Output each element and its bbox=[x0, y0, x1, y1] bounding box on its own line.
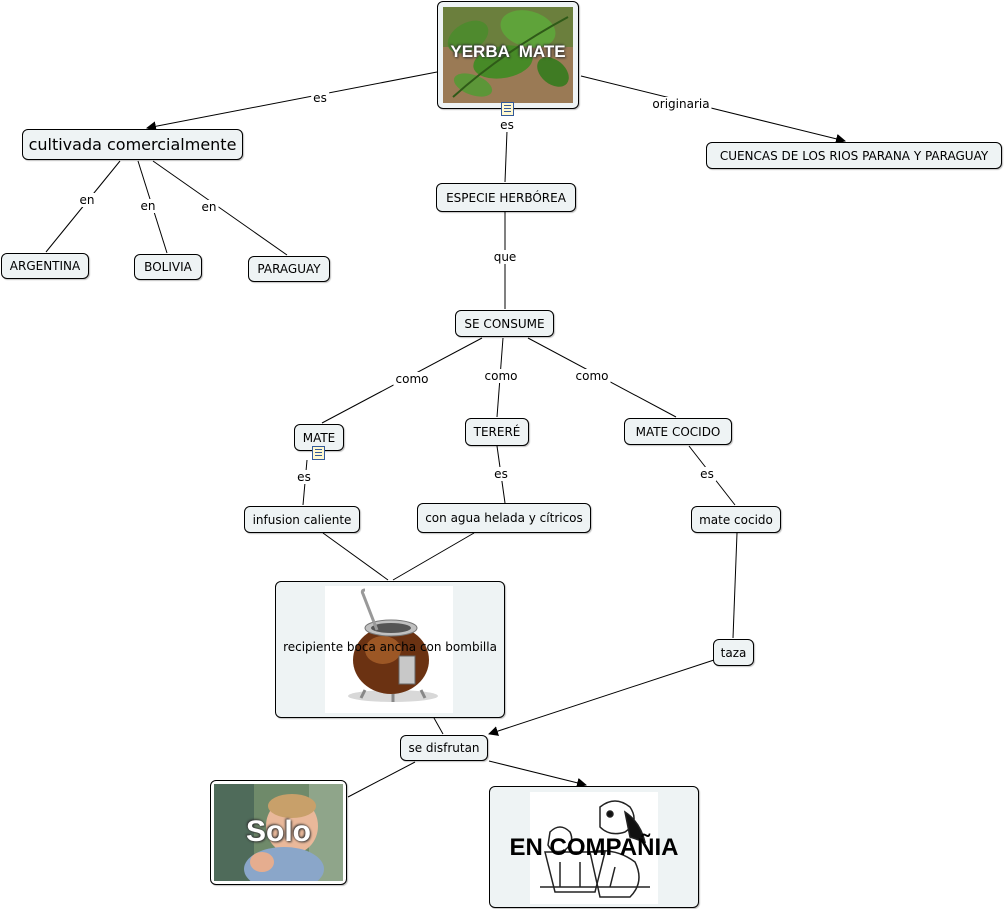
concept-label: Solo bbox=[246, 815, 311, 848]
note-icon[interactable] bbox=[501, 102, 514, 116]
link-label-que: que bbox=[491, 250, 519, 264]
concept-infusion[interactable]: infusion caliente bbox=[244, 506, 360, 533]
concept-agua-helada[interactable]: con agua helada y cítricos bbox=[417, 503, 591, 533]
link-agua-recipiente bbox=[392, 532, 475, 581]
link-label-en: en bbox=[77, 193, 97, 207]
link-taza-disfrutan bbox=[488, 659, 715, 736]
concept-paraguay[interactable]: PARAGUAY bbox=[248, 256, 330, 282]
concept-recipiente[interactable]: recipiente boca ancha con bombilla bbox=[275, 581, 505, 718]
mate-gourd-photo bbox=[325, 586, 453, 713]
concept-terere[interactable]: TERERÉ bbox=[465, 418, 529, 446]
concept-bolivia[interactable]: BOLIVIA bbox=[134, 254, 202, 280]
cartoon-drawing bbox=[530, 792, 658, 904]
concept-cultivada[interactable]: cultivada comercialmente bbox=[22, 129, 243, 160]
link-label-es: es bbox=[698, 467, 716, 481]
link-label-es: es bbox=[295, 470, 313, 484]
concept-especie[interactable]: ESPECIE HERBÓREA bbox=[436, 183, 576, 212]
link-yerba-cultivada bbox=[146, 71, 438, 132]
link-label-como: como bbox=[573, 369, 611, 383]
link-label-como: como bbox=[482, 369, 520, 383]
concept-label: EN COMPAÑIA bbox=[509, 834, 679, 861]
concept-yerba-mate[interactable]: YERBA MATE bbox=[437, 1, 579, 109]
child-photo bbox=[214, 784, 343, 881]
concept-se-consume[interactable]: SE CONSUME bbox=[455, 310, 554, 337]
link-disfrutan-solo bbox=[347, 761, 416, 798]
concept-mate-cocido-2[interactable]: mate cocido bbox=[691, 506, 781, 533]
link-label-es: es bbox=[498, 118, 516, 132]
link-label-como: como bbox=[393, 372, 431, 386]
concept-mate-cocido[interactable]: MATE COCIDO bbox=[624, 418, 732, 445]
concept-compania[interactable]: EN COMPAÑIA bbox=[489, 786, 699, 908]
link-yerba-cuencas bbox=[580, 75, 846, 144]
link-label-es: es bbox=[492, 467, 510, 481]
concept-solo[interactable]: Solo bbox=[210, 780, 347, 885]
concept-se-disfrutan[interactable]: se disfrutan bbox=[400, 735, 488, 761]
link-cultivada-paraguay bbox=[152, 160, 288, 256]
note-icon[interactable] bbox=[312, 446, 325, 460]
leaf-photo bbox=[443, 7, 573, 103]
concept-cuencas[interactable]: CUENCAS DE LOS RIOS PARANA Y PARAGUAY bbox=[706, 142, 1002, 169]
link-label-en: en bbox=[199, 200, 219, 214]
link-recipiente-disfrutan bbox=[433, 717, 444, 735]
concept-label: YERBA MATE bbox=[450, 42, 566, 61]
concept-taza[interactable]: taza bbox=[713, 639, 754, 666]
link-label-en: en bbox=[138, 199, 158, 213]
link-label-originaria: originaria bbox=[650, 97, 712, 111]
link-yerba-especie bbox=[504, 130, 508, 183]
link-infusion-recipiente bbox=[322, 532, 389, 581]
link-cocido-taza bbox=[732, 532, 738, 639]
concept-argentina[interactable]: ARGENTINA bbox=[1, 253, 89, 279]
link-disfrutan-compania bbox=[488, 760, 587, 788]
link-label-es: es bbox=[311, 91, 329, 105]
concept-label: recipiente boca ancha con bombilla bbox=[283, 640, 497, 654]
